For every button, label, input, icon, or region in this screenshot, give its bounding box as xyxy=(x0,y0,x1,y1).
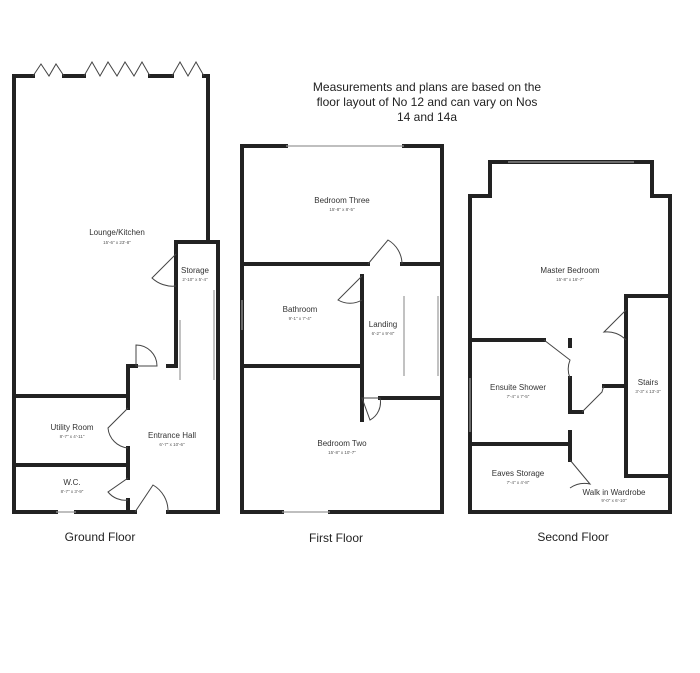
ground-floor-plan: Lounge/Kitchen 15'-6" x 23'-8" Storage 2… xyxy=(12,60,220,514)
lounge-dims: 15'-6" x 23'-8" xyxy=(103,240,131,245)
door-bed2 xyxy=(361,397,381,421)
eaves-dims: 7'-4" x 4'-8" xyxy=(507,480,530,485)
ensuite-dims: 7'-4" x 7'-5" xyxy=(507,394,530,399)
bed2-name: Bedroom Two xyxy=(317,439,367,448)
entrance-name: Entrance Hall xyxy=(148,431,196,440)
door-bed3 xyxy=(367,239,403,265)
note-line-1: Measurements and plans are based on the xyxy=(313,80,541,94)
second-floor-label: Second Floor xyxy=(537,530,608,544)
bathroom-name: Bathroom xyxy=(283,305,318,314)
door-lounge xyxy=(135,344,158,367)
ground-floor-label: Ground Floor xyxy=(65,530,136,544)
second-internal-walls xyxy=(468,294,672,478)
first-internal-walls xyxy=(240,262,444,422)
door-bathroom xyxy=(337,275,363,304)
note-line-2: floor layout of No 12 and can vary on No… xyxy=(317,95,538,109)
door-ensuite xyxy=(543,339,571,379)
master-dims: 15'-8" x 16'-7" xyxy=(556,277,584,282)
bed3-name: Bedroom Three xyxy=(314,196,370,205)
bed3-dims: 15'-8" x 8'-5" xyxy=(329,207,355,212)
lounge-name: Lounge/Kitchen xyxy=(89,228,145,237)
landing-name: Landing xyxy=(369,320,397,329)
door-master xyxy=(602,309,627,341)
ensuite-name: Ensuite Shower xyxy=(490,383,546,392)
wardrobe-name: Walk in Wardrobe xyxy=(583,488,647,497)
door-wc xyxy=(107,477,129,501)
disclaimer-note: Measurements and plans are based on the … xyxy=(313,80,541,124)
stairs-dims: 3'-3" x 13'-3" xyxy=(635,389,661,394)
door-utility xyxy=(107,407,129,449)
first-floor-label: First Floor xyxy=(309,531,363,545)
second-outer-walls xyxy=(468,160,672,514)
door-storage xyxy=(151,253,177,287)
master-name: Master Bedroom xyxy=(540,266,599,275)
entrance-dims: 6'-7" x 10'-6" xyxy=(159,442,185,447)
wardrobe-dims: 9'-0" x 6'-10" xyxy=(601,498,627,503)
first-floor-plan: Bedroom Three 15'-8" x 8'-5" Bathroom 9'… xyxy=(240,144,444,514)
storage-dims: 2'-10" x 5'-4" xyxy=(182,277,208,282)
bathroom-dims: 9'-1" x 7'-4" xyxy=(289,316,312,321)
storage-name: Storage xyxy=(181,266,210,275)
second-floor-plan: Master Bedroom 15'-8" x 16'-7" Ensuite S… xyxy=(468,160,672,514)
ground-outer-walls xyxy=(12,74,220,514)
door-wardrobe xyxy=(581,385,605,413)
wc-dims: 8'-7" x 3'-9" xyxy=(61,489,84,494)
stairs-name: Stairs xyxy=(638,378,658,387)
door-front xyxy=(134,484,169,513)
eaves-name: Eaves Storage xyxy=(492,469,545,478)
landing-dims: 6'-2" x 9'-8" xyxy=(372,331,395,336)
door-eaves xyxy=(569,459,592,489)
wc-name: W.C. xyxy=(63,478,80,487)
bifold-doors xyxy=(32,60,205,78)
first-outer-walls xyxy=(240,144,444,514)
note-line-3: 14 and 14a xyxy=(397,110,457,124)
ground-internal-walls xyxy=(12,240,210,514)
utility-dims: 8'-7" x 4'-11" xyxy=(60,434,85,439)
bed2-dims: 15'-8" x 10'-7" xyxy=(328,450,356,455)
utility-name: Utility Room xyxy=(50,423,93,432)
